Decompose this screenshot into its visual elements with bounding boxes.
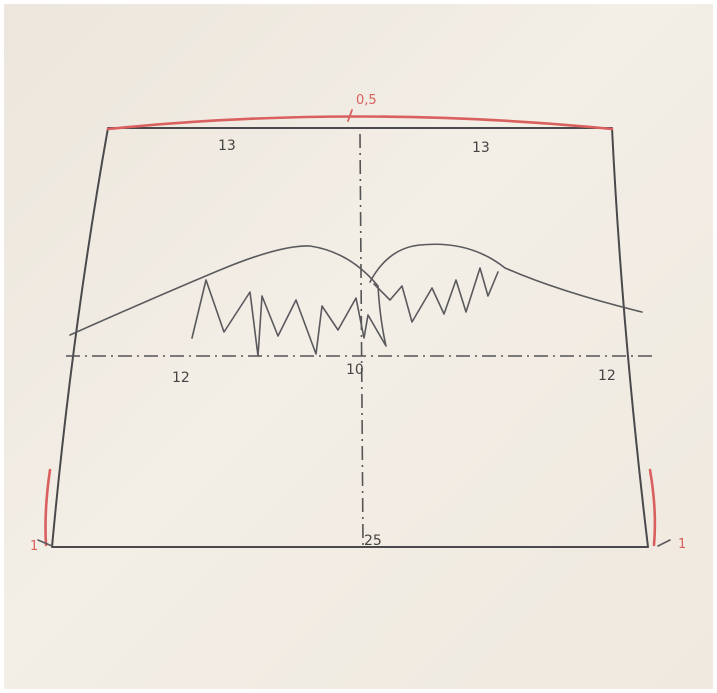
label-top-left: 13 (218, 138, 236, 154)
label-hem-left: 1 (30, 539, 38, 554)
label-hem-right: 1 (678, 537, 686, 552)
label-mid-center: 10 (346, 362, 364, 378)
label-mid-left: 12 (172, 370, 190, 386)
right-wing-shape (369, 243, 643, 323)
label-top-right: 13 (472, 140, 490, 156)
label-top-ease: 0,5 (356, 93, 377, 108)
hem-tick-right (657, 539, 671, 547)
pattern-outline (51, 127, 649, 548)
ease-marker (347, 109, 353, 122)
paper-sheet (4, 4, 713, 689)
hem-rise-right (648, 468, 657, 547)
center-line (359, 133, 364, 546)
hem-rise-left (44, 468, 52, 547)
hem-tick-left (37, 539, 53, 547)
label-bottom: 25 (364, 533, 382, 549)
left-wing-shape (69, 245, 387, 357)
label-mid-right: 12 (598, 368, 616, 384)
waist-ease-curve (106, 115, 614, 131)
